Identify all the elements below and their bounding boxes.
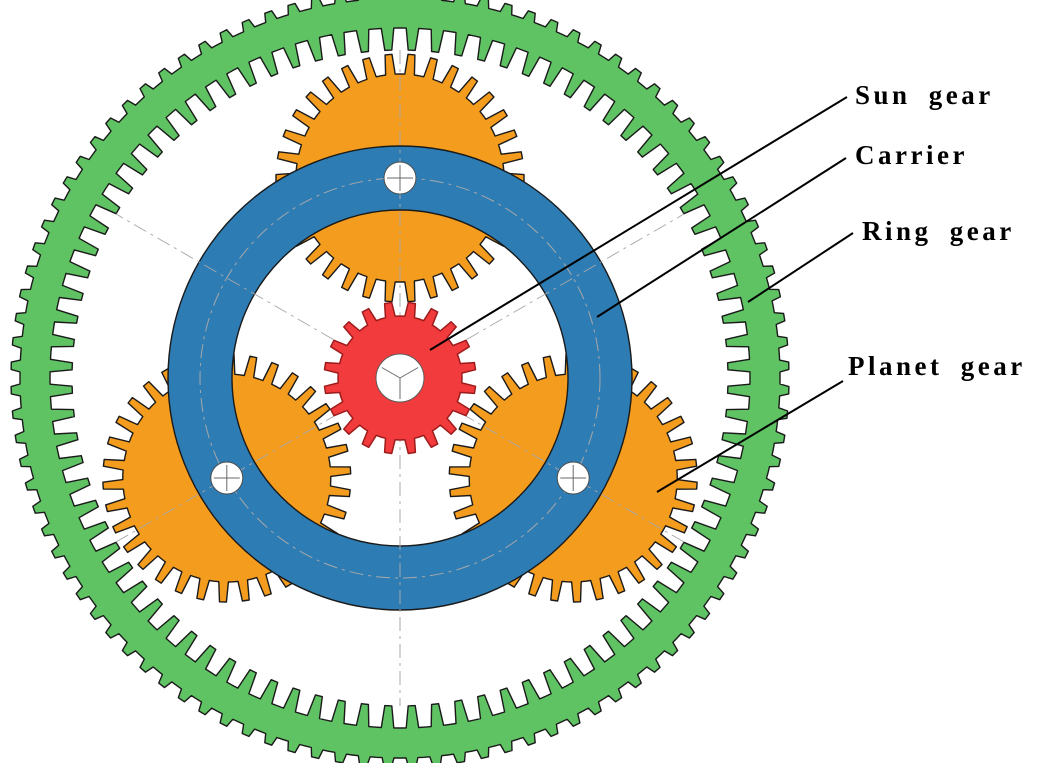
- ring-gear-body: [10, 0, 790, 763]
- sun-gear: [323, 301, 477, 455]
- sun-hub-spoke: [381, 367, 401, 379]
- label-carrier: Carrier: [855, 140, 968, 170]
- leader-lines: [429, 96, 854, 493]
- carrier-holes: [210, 161, 590, 495]
- pitch-circle-centerline: [199, 177, 601, 579]
- leader-line-planet-gear: [656, 380, 844, 493]
- ring-gear: [10, 0, 790, 763]
- label-planet-gear: Planet gear: [848, 351, 1026, 381]
- leader-line-sun-gear: [429, 96, 848, 351]
- leader-line-carrier: [596, 157, 847, 318]
- leader-line-ring-gear: [747, 232, 854, 303]
- labels: Sun gear Carrier Ring gear Planet gear: [848, 80, 1026, 381]
- sun-hub-mark: [381, 367, 419, 399]
- label-sun-gear: Sun gear: [855, 80, 994, 110]
- label-ring-gear: Ring gear: [862, 216, 1015, 246]
- carrier: [167, 145, 633, 611]
- sun-hub-spoke: [399, 367, 419, 379]
- carrier-body: [167, 145, 633, 611]
